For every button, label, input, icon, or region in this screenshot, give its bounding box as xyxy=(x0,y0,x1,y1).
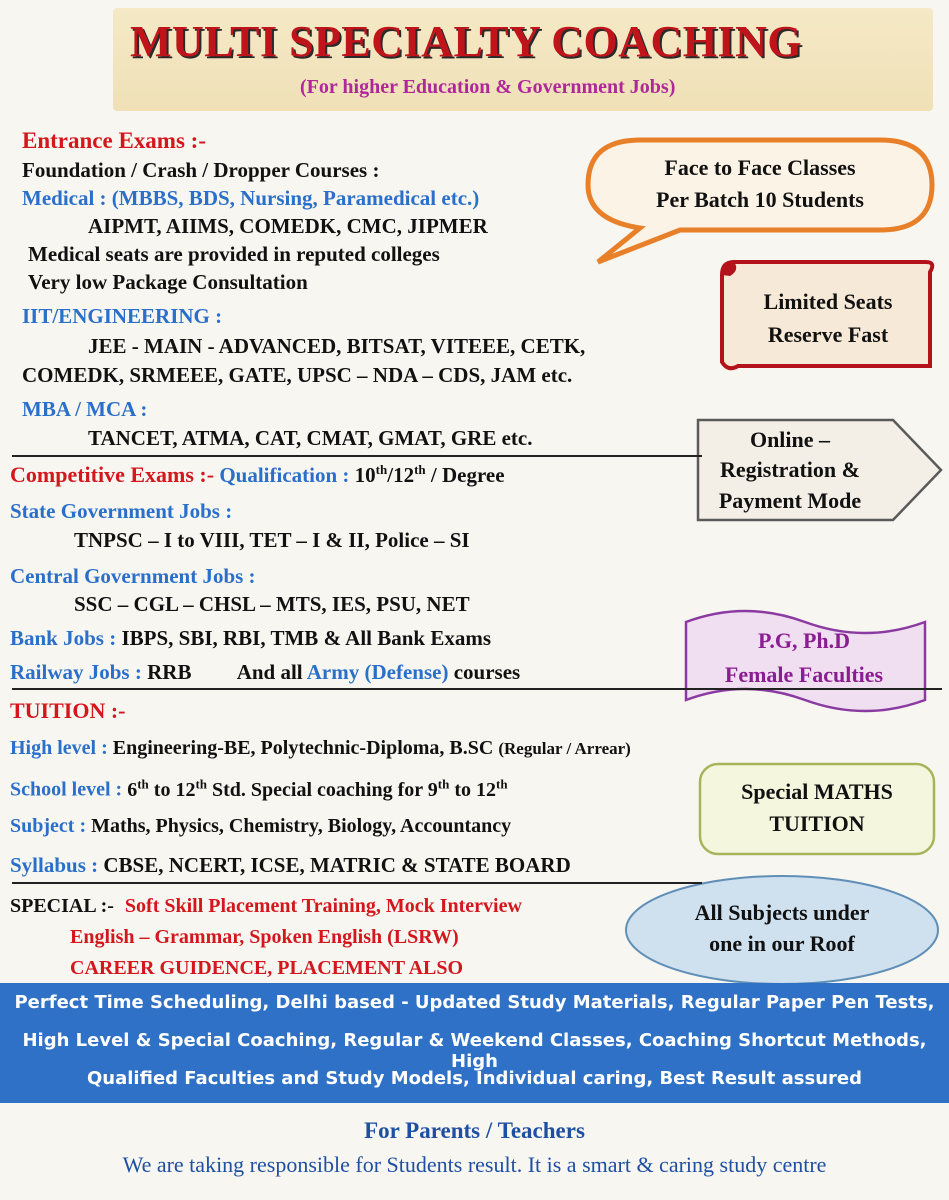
central-jobs-exams: SSC – CGL – CHSL – MTS, IES, PSU, NET xyxy=(74,592,470,616)
maths-box-shape xyxy=(698,762,936,856)
callout-face-line1: Face to Face Classes xyxy=(664,155,856,180)
callout-roof: All Subjects under one in our Roof xyxy=(640,898,924,960)
army-courses: Army (Defense) xyxy=(306,660,449,684)
subject-text: Maths, Physics, Chemistry, Biology, Acco… xyxy=(91,815,512,837)
bank-jobs-label: Bank Jobs : xyxy=(10,626,117,650)
foundation-courses: Foundation / Crash / Dropper Courses : xyxy=(22,158,380,182)
railway-jobs-row: Railway Jobs : RRB And all Army (Defense… xyxy=(10,660,520,685)
syllabus-row: Syllabus : CBSE, NCERT, ICSE, MATRIC & S… xyxy=(10,853,571,878)
arrow-pentagon-shape xyxy=(696,418,943,522)
features-banner: Perfect Time Scheduling, Delhi based - U… xyxy=(0,983,949,1103)
special-row: SPECIAL :- Soft Skill Placement Training… xyxy=(10,895,522,918)
tuition-heading: TUITION :- xyxy=(10,698,126,723)
qualification-value: 10th/12th / Degree xyxy=(354,462,505,487)
qualification-label: Qualification : xyxy=(219,463,350,487)
banner-line1: Perfect Time Scheduling, Delhi based - U… xyxy=(14,992,935,1013)
callout-maths: Special MATHS TUITION xyxy=(700,776,934,840)
bank-jobs-row: Bank Jobs : IBPS, SBI, RBI, TMB & All Ba… xyxy=(10,626,491,651)
medical-label: Medical : (MBBS, BDS, Nursing, Paramedic… xyxy=(22,186,480,210)
special-label: SPECIAL :- xyxy=(10,895,114,917)
callout-maths-line1: Special MATHS xyxy=(741,779,893,804)
section-divider xyxy=(12,882,702,884)
entrance-heading: Entrance Exams :- xyxy=(22,128,206,153)
callout-seats-line1: Limited Seats xyxy=(763,289,893,314)
callout-face-to-face: Face to Face Classes Per Batch 10 Studen… xyxy=(610,152,910,216)
bank-jobs-exams: IBPS, SBI, RBI, TMB & All Bank Exams xyxy=(121,626,492,650)
school-level-label: School level : xyxy=(10,778,123,801)
syllabus-text: CBSE, NCERT, ICSE, MATRIC & STATE BOARD xyxy=(103,853,571,877)
school-level-row: School level : 6th to 12th Std. Special … xyxy=(10,776,508,802)
callout-roof-line1: All Subjects under xyxy=(694,900,870,925)
page-title: MULTI SPECIALTY COACHING xyxy=(130,17,803,66)
medical-note-package: Very low Package Consultation xyxy=(28,270,308,294)
iit-label: IIT/ENGINEERING : xyxy=(22,304,223,328)
competitive-heading: Competitive Exams :- xyxy=(10,462,215,487)
banner-line2: High Level & Special Coaching, Regular &… xyxy=(22,1030,927,1072)
mba-label: MBA / MCA : xyxy=(22,397,148,421)
banner-line3: Qualified Faculties and Study Models, In… xyxy=(87,1068,862,1089)
subject-row: Subject : Maths, Physics, Chemistry, Bio… xyxy=(10,815,511,838)
callout-online-line2: Registration & xyxy=(720,457,860,483)
special-line2: English – Grammar, Spoken English (LSRW) xyxy=(70,926,459,948)
callout-online-line3: Payment Mode xyxy=(718,487,862,513)
special-line1: Soft Skill Placement Training, Mock Inte… xyxy=(124,895,522,917)
callout-faculty: P.G, Ph.D Female Faculties xyxy=(686,624,922,692)
footer-heading: For Parents / Teachers xyxy=(364,1118,585,1143)
subject-label: Subject : xyxy=(10,815,87,837)
high-level-row: High level : Engineering-BE, Polytechnic… xyxy=(10,737,631,760)
central-jobs-label: Central Government Jobs : xyxy=(10,564,256,588)
page-subtitle: (For higher Education & Government Jobs) xyxy=(300,76,676,98)
railway-jobs-exams: RRB xyxy=(147,660,192,684)
callout-faculty-line2: Female Faculties xyxy=(724,662,884,688)
mba-exams: TANCET, ATMA, CAT, CMAT, GMAT, GRE etc. xyxy=(88,426,533,450)
title-band xyxy=(113,8,933,111)
state-jobs-label: State Government Jobs : xyxy=(10,499,233,523)
callout-faculty-line1: P.G, Ph.D xyxy=(757,628,851,653)
iit-exams-line1: JEE - MAIN - ADVANCED, BITSAT, VITEEE, C… xyxy=(88,334,586,358)
callout-online: Online – Registration & Payment Mode xyxy=(700,425,880,516)
iit-exams-line2: COMEDK, SRMEEE, GATE, UPSC – NDA – CDS, … xyxy=(22,363,573,387)
railway-jobs-label: Railway Jobs : xyxy=(10,660,142,684)
high-level-small: (Regular / Arrear) xyxy=(498,739,631,758)
medical-note-seats: Medical seats are provided in reputed co… xyxy=(28,242,440,266)
speech-bubble-shape xyxy=(585,137,935,265)
special-line3: CAREER GUIDENCE, PLACEMENT ALSO xyxy=(70,957,464,979)
callout-face-line2: Per Batch 10 Students xyxy=(656,186,864,212)
army-pre: And all xyxy=(236,660,303,684)
callout-seats-line2: Reserve Fast xyxy=(767,322,889,347)
high-level-label: High level : xyxy=(10,737,108,759)
callout-online-line1: Online – xyxy=(749,427,831,452)
army-post: courses xyxy=(453,660,521,684)
footer-text: We are taking responsible for Students r… xyxy=(122,1152,827,1177)
syllabus-label: Syllabus : xyxy=(10,853,99,877)
medical-exams: AIPMT, AIIMS, COMEDK, CMC, JIPMER xyxy=(88,214,488,238)
state-jobs-exams: TNPSC – I to VIII, TET – I & II, Police … xyxy=(74,528,470,552)
callout-limited-seats: Limited Seats Reserve Fast xyxy=(728,285,928,351)
section-divider xyxy=(12,688,942,690)
scroll-curl-shape xyxy=(722,262,737,276)
competitive-heading-row: Competitive Exams :- Qualification : 10t… xyxy=(10,462,505,488)
high-level-text: Engineering-BE, Polytechnic-Diploma, B.S… xyxy=(112,737,494,759)
callout-roof-line2: one in our Roof xyxy=(709,930,855,956)
school-level-text: 6th to 12th Std. Special coaching for 9t… xyxy=(127,776,508,801)
callout-maths-line2: TUITION xyxy=(769,810,865,836)
section-divider xyxy=(12,455,702,457)
